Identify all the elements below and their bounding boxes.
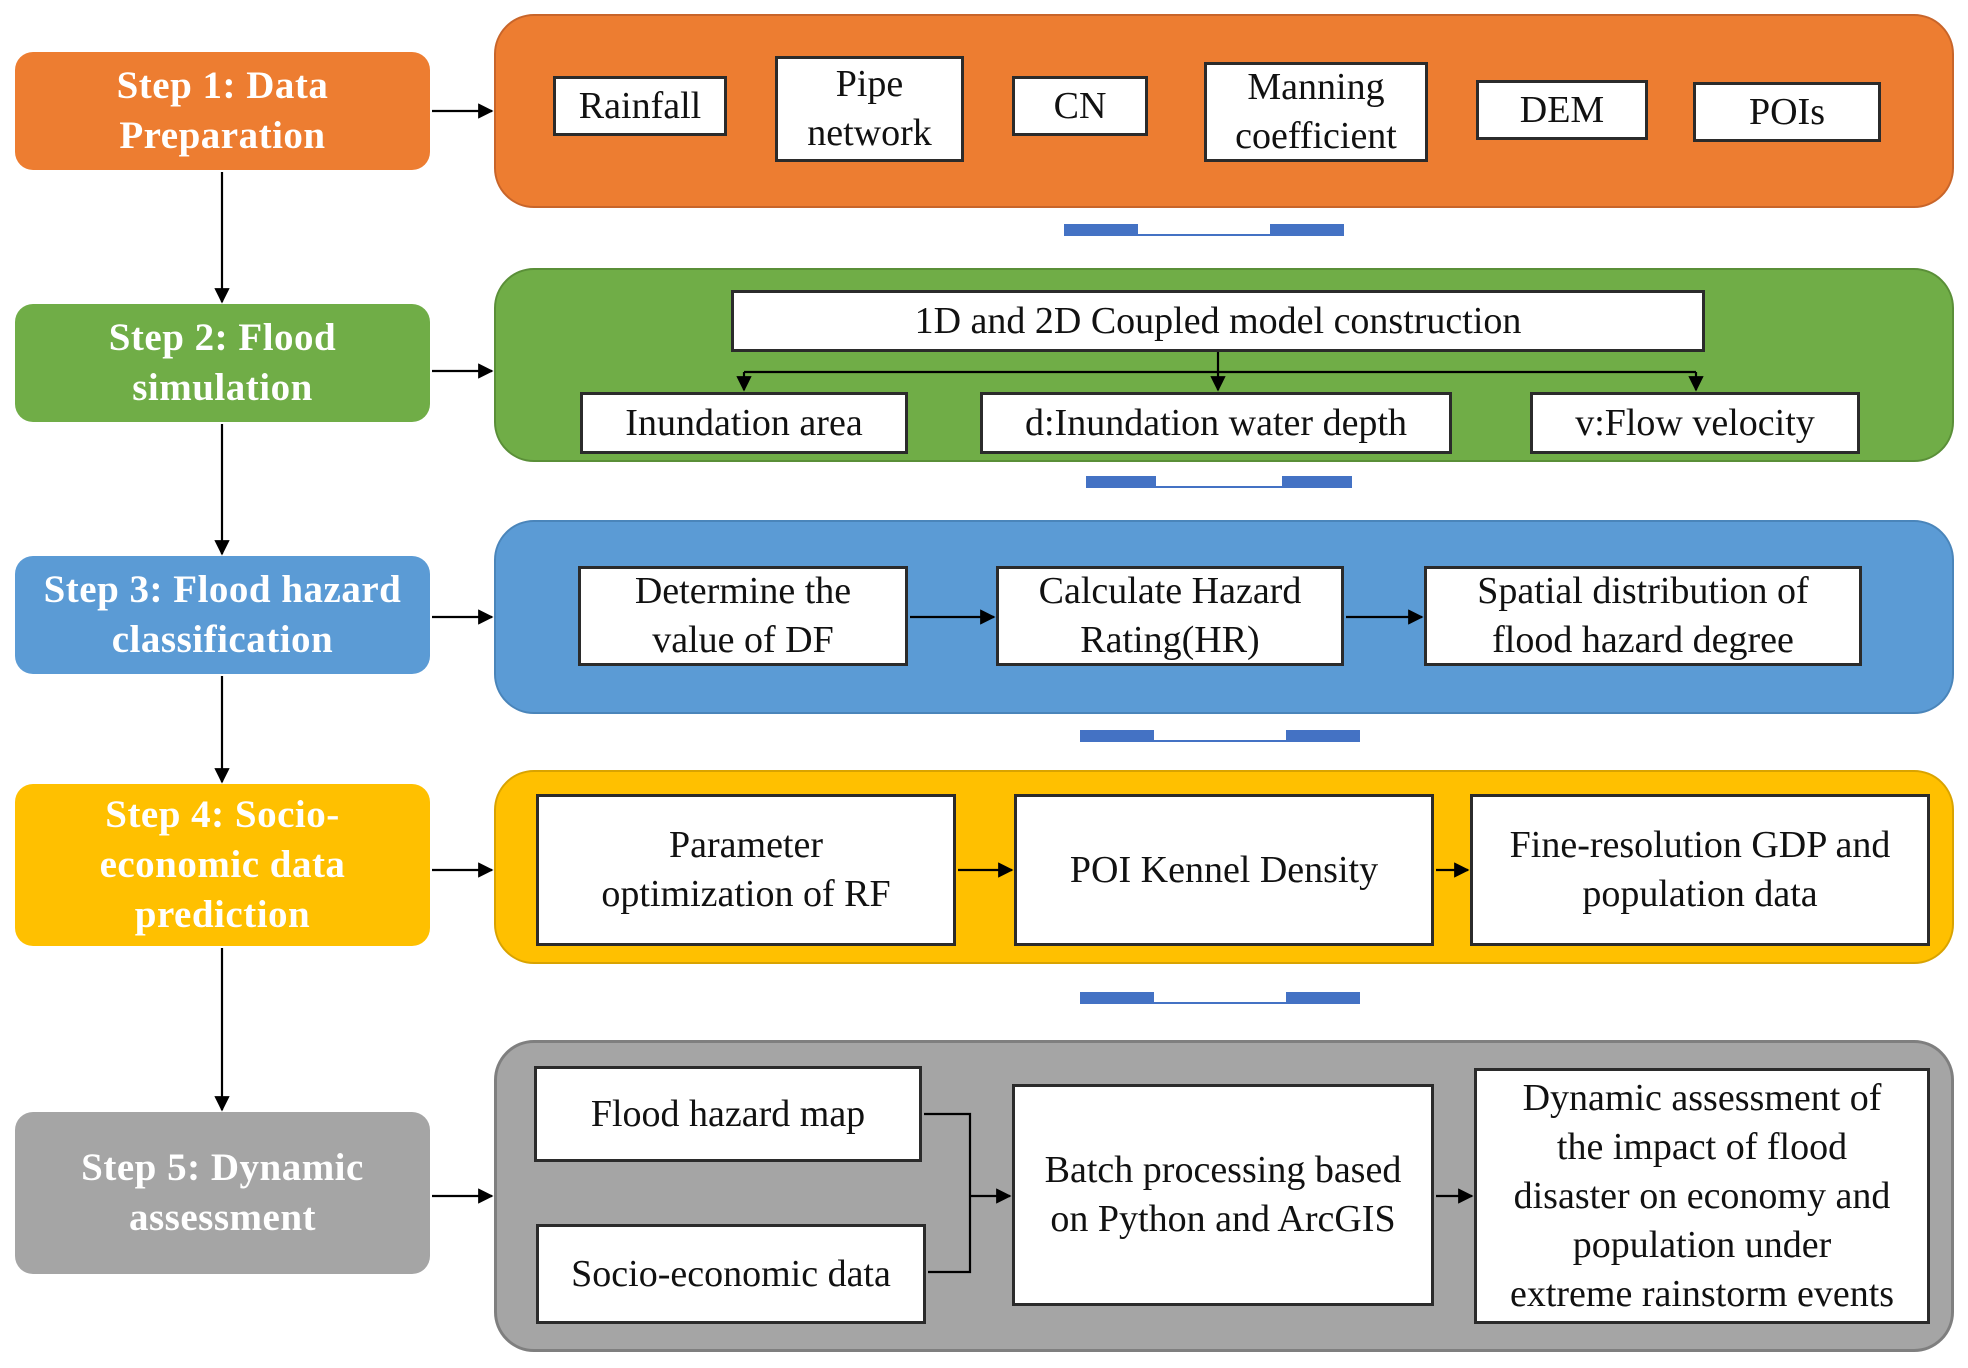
input-pipe-network: Pipe network <box>775 56 964 162</box>
flood-hazard-map-box: Flood hazard map <box>534 1066 922 1162</box>
impact-assessment-box: Dynamic assessment of the impact of floo… <box>1474 1068 1930 1324</box>
socio-economic-data-box: Socio-economic data <box>536 1224 926 1324</box>
step-2-box: Step 2: Flood simulation <box>15 304 430 422</box>
hazard-rating-box: Calculate Hazard Rating(HR) <box>996 566 1344 666</box>
hazard-distribution-box: Spatial distribution of flood hazard deg… <box>1424 566 1862 666</box>
input-manning-coefficient: Manning coefficient <box>1204 62 1428 162</box>
model-construction-box: 1D and 2D Coupled model construction <box>731 290 1705 352</box>
batch-processing-box: Batch processing based on Python and Arc… <box>1012 1084 1434 1306</box>
step-1-box: Step 1: Data Preparation <box>15 52 430 170</box>
input-cn: CN <box>1012 76 1148 136</box>
step-3-box: Step 3: Flood hazard classification <box>15 556 430 674</box>
input-pois: POIs <box>1693 82 1881 142</box>
flow-arrow-2-3 <box>1086 476 1352 506</box>
output-flow-velocity: v:Flow velocity <box>1530 392 1860 454</box>
output-water-depth: d:Inundation water depth <box>980 392 1452 454</box>
output-inundation-area: Inundation area <box>580 392 908 454</box>
input-dem: DEM <box>1476 80 1648 140</box>
rf-optimization-box: Parameter optimization of RF <box>536 794 956 946</box>
input-rainfall: Rainfall <box>553 76 727 136</box>
step-5-box: Step 5: Dynamic assessment <box>15 1112 430 1274</box>
determine-df-box: Determine the value of DF <box>578 566 908 666</box>
flow-arrow-3-4 <box>1080 730 1360 760</box>
step-4-box: Step 4: Socio- economic data prediction <box>15 784 430 946</box>
gdp-population-box: Fine-resolution GDP and population data <box>1470 794 1930 946</box>
poi-kernel-density-box: POI Kennel Density <box>1014 794 1434 946</box>
flow-arrow-4-5 <box>1080 992 1360 1022</box>
flow-arrow-1-2 <box>1064 224 1344 254</box>
